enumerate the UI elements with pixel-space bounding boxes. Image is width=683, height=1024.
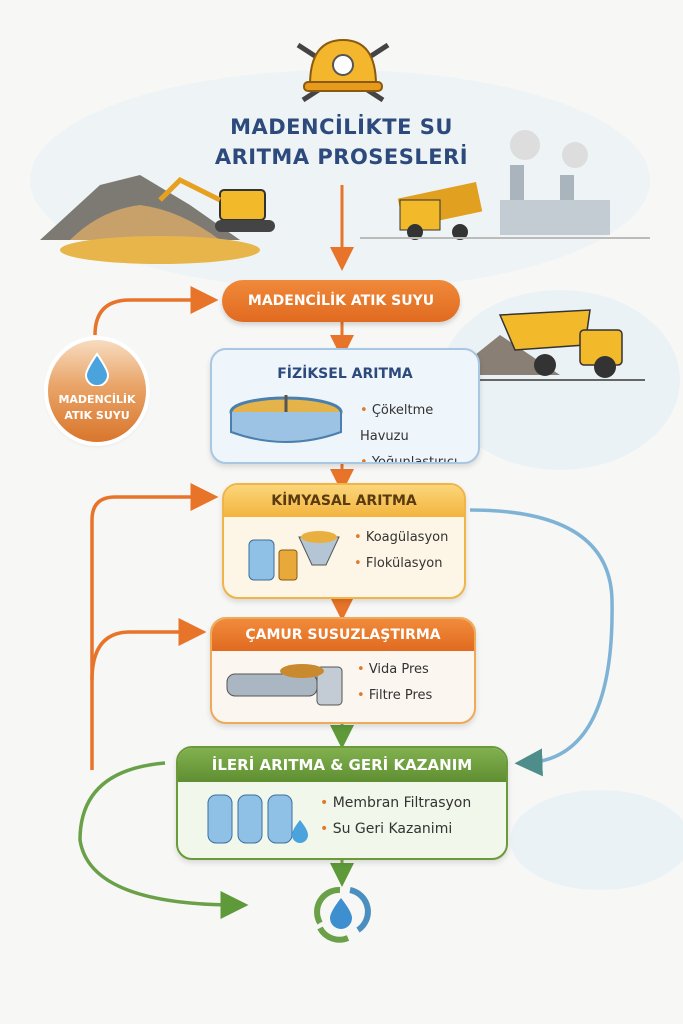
page-title: MADENCİLİKTE SU ARITMA PROSESLERİ [0,112,683,172]
factory-truck-illustration [360,130,650,240]
step-item: Koagülasyon [354,525,449,551]
title-line-1: MADENCİLİKTE SU [230,115,453,139]
source-circle: MADENCİLİK ATIK SUYU [48,340,146,442]
circle-line-2: ATIK SUYU [64,409,130,422]
step-title: KİMYASAL ARITMA [224,485,464,517]
step-title: FİZİKSEL ARITMA [277,366,413,382]
step-title: ÇAMUR SUSUZLAŞTIRMA [212,619,474,651]
step-item: Vida Pres [357,657,432,683]
source-pill: MADENCİLİK ATIK SUYU [222,280,460,322]
mining-helmet-icon [296,38,390,103]
step-title: İLERİ ARITMA & GERİ KAZANIM [178,748,506,782]
source-pill-label: MADENCİLİK ATIK SUYU [247,293,435,309]
circle-line-1: MADENCİLİK [58,393,136,406]
step-physical-treatment: FİZİKSEL ARITMA Çökeltme Havuzu Yoğunlaş… [210,348,480,464]
step-item: Filtre Pres [357,683,432,709]
step-item: Membran Filtrasyon [320,790,472,816]
water-recycle-icon [314,887,371,943]
settling-tank-icon [229,395,343,443]
step-advanced-treatment-recovery: İLERİ ARITMA & GERİ KAZANIM Membran Filt… [176,746,508,860]
step-sludge-dewatering: ÇAMUR SUSUZLAŞTIRMA Vida Pres Filtre Pre… [210,617,476,724]
chemical-bottles-icon [248,531,340,581]
step-item: Su Geri Kazanimi [320,816,471,842]
water-drop-icon [84,352,110,386]
step-item: Çökeltme Havuzu [360,398,478,450]
screw-press-icon [226,664,343,706]
step-chemical-treatment: KİMYASAL ARITMA Koagülasyon Flokülasyon [222,483,466,599]
step-item: Flokülasyon [354,551,448,577]
title-line-2: ARITMA PROSESLERİ [214,145,469,169]
step-item: Yoğunlaştırıcı [360,450,478,462]
membrane-filter-icon [207,794,308,844]
mining-excavator-illustration [40,175,275,264]
